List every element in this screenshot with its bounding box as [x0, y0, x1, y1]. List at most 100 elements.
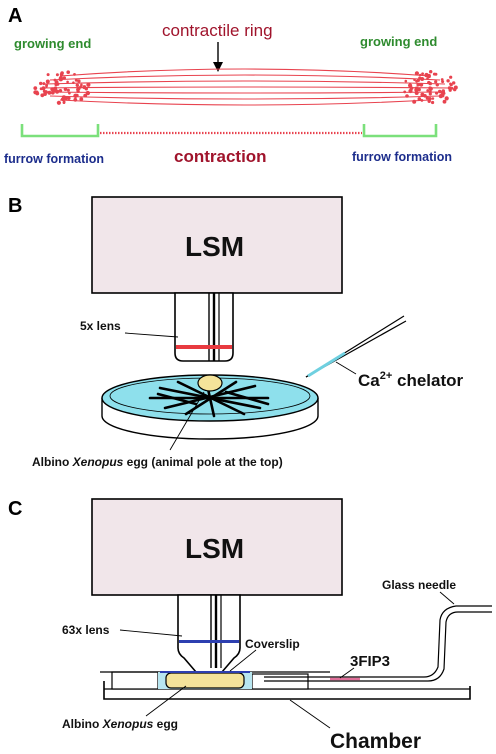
ring-end-dot [54, 82, 58, 87]
chelator-leader [335, 361, 357, 375]
growing-end-left-dots [33, 70, 91, 105]
ring-end-dot [79, 97, 84, 101]
lens-label-b: 5x lens [80, 319, 121, 333]
growing-end-right-dots [403, 70, 458, 105]
panel-b-letter: B [8, 195, 22, 217]
lsm-label-b: LSM [185, 231, 244, 262]
ring-end-dot [426, 89, 430, 92]
ring-end-dot [58, 76, 64, 81]
ring-end-dot [428, 92, 432, 96]
egg-label-c: Albino Xenopus egg [62, 717, 178, 731]
ring-end-dot [423, 94, 427, 98]
ring-end-dot [425, 96, 429, 100]
panel-c-letter: C [8, 498, 22, 520]
ring-end-dot [55, 80, 59, 84]
ring-end-dot [426, 77, 429, 80]
ring-end-dot [419, 82, 424, 87]
panel-a: A growing end growing end contractile ri… [4, 5, 458, 166]
ring-end-dot [62, 76, 66, 80]
furrow-left-label: furrow formation [4, 152, 104, 166]
ring-end-dot [72, 81, 75, 84]
xenopus-egg-b [197, 374, 223, 392]
ring-end-dot [67, 96, 71, 100]
glass-needle-label: Glass needle [382, 578, 456, 592]
ring-end-dot [444, 96, 449, 101]
ring-end-dot [431, 100, 435, 105]
ring-end-dot [440, 92, 444, 96]
ring-end-dot [420, 77, 425, 81]
ring-end-dot [76, 89, 80, 94]
chamber-leader [289, 699, 331, 729]
xenopus-egg-c [165, 672, 245, 689]
ring-end-dot [43, 92, 47, 96]
lens-label-c: 63x lens [62, 623, 110, 637]
ring-end-dot [84, 94, 88, 98]
ring-end-dot [77, 79, 81, 83]
lsm-box-c [91, 498, 343, 596]
glass-needle [264, 605, 492, 682]
ring-end-dot [74, 78, 78, 82]
ring-end-dot [77, 86, 81, 91]
coverslip-label: Coverslip [245, 637, 300, 651]
ring-end-dot [412, 99, 417, 104]
ring-end-dot [447, 86, 452, 90]
ring-end-dot [434, 80, 438, 84]
ring-end-dot [414, 91, 419, 95]
ring-end-dot [442, 99, 447, 104]
ring-end-dot [60, 71, 64, 75]
coverslip-leader [229, 649, 257, 672]
contractile-ring [39, 68, 451, 106]
ring-end-dot [73, 97, 78, 102]
furrow-right-label: furrow formation [352, 150, 452, 164]
ring-end-dot [435, 83, 439, 87]
ring-end-dot [63, 87, 68, 91]
objective-63x [177, 594, 241, 673]
ring-end-dot [413, 78, 416, 82]
needle-leader [439, 591, 455, 605]
egg-label-b: Albino Xenopus egg (animal pole at the t… [32, 455, 283, 469]
ring-end-dot [450, 86, 454, 90]
ring-end-dot [85, 90, 91, 96]
egg-leader-c [145, 685, 187, 717]
panel-b: B LSM 5x lens Ca2+ chelator [8, 195, 464, 469]
ring-end-dot [75, 83, 80, 88]
ring-end-dot [421, 72, 424, 76]
panel-a-letter: A [8, 5, 22, 27]
panel-c: C LSM 63x lens [8, 498, 492, 753]
ring-end-dot [435, 91, 439, 95]
lens-leader-b [124, 332, 179, 338]
reagent-leader [339, 667, 355, 679]
ring-end-dot [441, 89, 445, 93]
ring-end-dot [418, 73, 422, 77]
reagent-label: 3FIP3 [350, 653, 390, 670]
ring-end-dot [414, 87, 419, 92]
chamber [100, 671, 471, 700]
growing-end-right-label: growing end [360, 34, 437, 49]
ring-arrow [213, 42, 223, 72]
ring-end-dot [56, 100, 62, 105]
ring-end-dot [61, 95, 66, 100]
ring-end-dot [417, 97, 422, 101]
ring-end-dot [453, 87, 457, 92]
ring-end-dot [86, 82, 91, 87]
ring-end-dot [420, 99, 424, 102]
ring-end-dot [427, 73, 431, 78]
ring-end-dot [441, 80, 445, 84]
ring-end-dot [52, 87, 57, 92]
ring-end-dot [66, 88, 70, 92]
ring-end-dot [429, 70, 433, 74]
egg-leader-b [169, 391, 205, 451]
lsm-label-c: LSM [185, 533, 244, 564]
furrow-bracket-right [362, 124, 438, 138]
ring-end-dot [431, 97, 435, 100]
ring-end-dot [80, 83, 83, 87]
ring-end-dot [432, 72, 436, 76]
ring-end-dot [33, 86, 38, 90]
lens-leader-c [119, 629, 183, 637]
petri-dish [101, 374, 319, 440]
ring-end-dot [409, 86, 414, 90]
ring-end-dot [403, 90, 407, 94]
ring-end-dot [428, 86, 432, 90]
ring-end-dot [46, 73, 50, 77]
